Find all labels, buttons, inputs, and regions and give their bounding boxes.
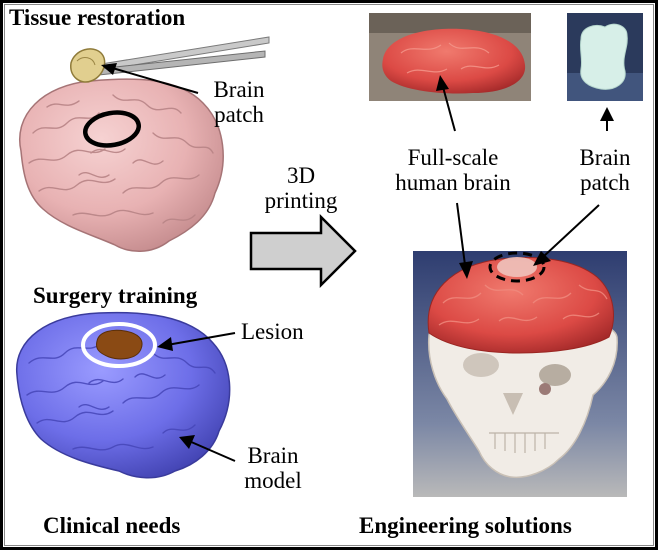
arrow-to-printed-patch — [533, 204, 600, 266]
label-lesion: Lesion — [241, 319, 304, 344]
label-brain-patch-left-line1: Brain — [213, 77, 265, 102]
pink-brain-model — [19, 78, 224, 252]
arrow-to-brain-model — [179, 435, 236, 462]
label-tissue-restoration: Tissue restoration — [9, 5, 186, 30]
label-brain-patch-right-line1: Brain — [579, 145, 631, 170]
photo-fullscale-brain — [369, 13, 531, 101]
label-brain-model: Brain model — [233, 443, 313, 494]
label-3d-printing: 3D printing — [253, 163, 349, 214]
figure-artwork — [16, 13, 643, 497]
label-brain-patch-left-line2: patch — [214, 102, 264, 128]
label-full-scale-line2: human brain — [395, 170, 511, 196]
arrow-to-photo-fullscale — [436, 75, 456, 132]
forceps-with-patch — [70, 36, 270, 83]
printing-arrow — [249, 213, 357, 289]
arrow-to-printed-brain — [456, 202, 473, 279]
label-surgery-training: Surgery training — [33, 283, 198, 308]
label-full-scale-line1: Full-scale — [407, 145, 499, 170]
label-brain-patch-right: Brain patch — [565, 145, 645, 196]
label-brain-patch-left: Brain patch — [199, 77, 279, 128]
arrow-to-photo-patch — [600, 107, 614, 131]
label-brain-model-line2: model — [244, 468, 302, 494]
label-3d-printing-line1: 3D — [286, 163, 316, 188]
blue-brain-model — [16, 311, 231, 479]
photo-brain-patch — [567, 13, 643, 101]
arrow-to-lesion — [157, 332, 236, 351]
label-full-scale-brain: Full-scale human brain — [375, 145, 531, 196]
arrow-to-forceps-patch — [101, 63, 199, 94]
label-3d-printing-line2: printing — [264, 188, 338, 214]
label-engineering-solutions: Engineering solutions — [359, 513, 572, 538]
label-brain-model-line1: Brain — [247, 443, 299, 468]
photo-brain-on-skull — [413, 251, 627, 497]
label-brain-patch-right-line2: patch — [580, 170, 630, 196]
label-clinical-needs: Clinical needs — [43, 513, 181, 538]
